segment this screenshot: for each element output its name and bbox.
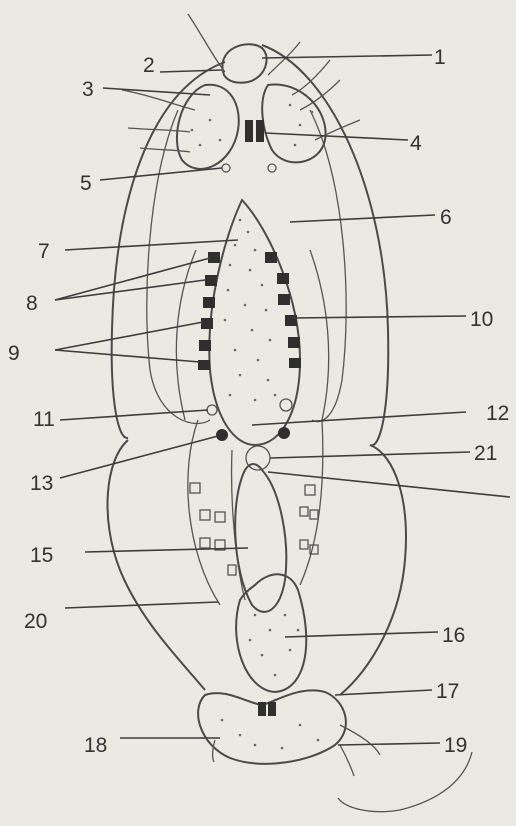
label-18: 18 — [84, 734, 107, 757]
anterior-dark-left — [245, 120, 253, 142]
label-9: 9 — [8, 342, 20, 365]
label-3: 3 — [82, 78, 94, 101]
label-8: 8 — [26, 292, 38, 315]
label-15: 15 — [30, 544, 53, 567]
label-12: 12 — [486, 402, 509, 425]
label-13: 13 — [30, 472, 53, 495]
label-19: 19 — [444, 734, 467, 757]
sucker-dark-right — [268, 702, 276, 716]
left-dark-spot — [216, 429, 228, 441]
label-20: 20 — [24, 610, 47, 633]
sucker-dark-left — [258, 702, 266, 716]
right-dark-spot — [278, 427, 290, 439]
label-7: 7 — [38, 240, 50, 263]
label-5: 5 — [80, 172, 92, 195]
label-16: 16 — [442, 624, 465, 647]
anterior-dark-right — [256, 120, 264, 142]
label-11: 11 — [33, 408, 55, 431]
label-1: 1 — [434, 46, 446, 69]
label-21: 21 — [474, 442, 497, 465]
label-6: 6 — [440, 206, 452, 229]
label-4: 4 — [410, 132, 422, 155]
label-2: 2 — [143, 54, 155, 77]
label-17: 17 — [436, 680, 459, 703]
label-10: 10 — [470, 308, 493, 331]
